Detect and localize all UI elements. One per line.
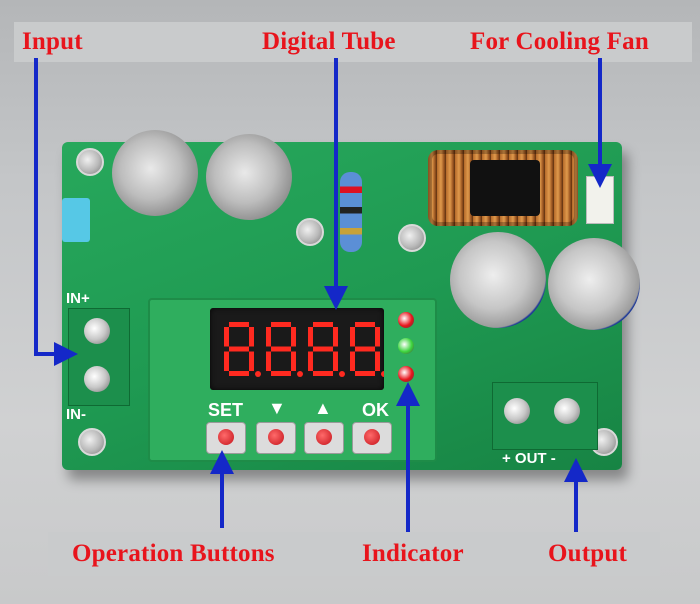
digit-4-segment-3	[355, 371, 375, 376]
input-terminal-screw-top	[84, 318, 110, 344]
button-label-ok: OK	[362, 400, 389, 420]
capacitor-left	[112, 130, 198, 216]
down-button[interactable]	[256, 422, 296, 454]
digit-2-segment-2	[271, 346, 291, 352]
indicator-led-cc	[398, 366, 414, 382]
silk-in-plus: IN+	[66, 290, 90, 307]
digit-3-segment-7	[333, 351, 338, 371]
digit-3-segment-5	[333, 327, 338, 347]
digit-1-segment-6	[224, 351, 229, 371]
label-input: Input	[22, 28, 83, 55]
label-digital-tube: Digital Tube	[262, 28, 396, 55]
button-label-down: ▼	[268, 398, 286, 418]
silk-in-minus: IN-	[66, 406, 86, 423]
resistor	[340, 172, 362, 252]
ok-button[interactable]	[352, 422, 392, 454]
output-terminal-screw-left	[504, 398, 530, 424]
digit-3-segment-3	[313, 371, 333, 376]
button-label-up: ▲	[314, 398, 332, 418]
capacitor-blue-right	[548, 238, 640, 330]
digit-1-segment-3	[229, 371, 249, 376]
digit-4-segment-2	[355, 346, 375, 352]
digit-3-segment-2	[313, 346, 333, 352]
digit-1-segment-7	[249, 351, 254, 371]
digit-3-segment-6	[308, 351, 313, 371]
digit-2-segment-6	[266, 351, 271, 371]
digit-4-segment-1	[355, 322, 375, 327]
digit-2-segment-7	[291, 351, 296, 371]
mount-hole-bottom-left	[78, 428, 106, 456]
fuse	[62, 198, 90, 242]
digit-4-segment-4	[350, 327, 355, 347]
digit-2-decimal-point	[297, 371, 303, 377]
digit-1-decimal-point	[255, 371, 261, 377]
digit-1-segment-1	[229, 322, 249, 327]
mount-hole-mid	[296, 218, 324, 246]
indicator-led-cv	[398, 338, 414, 354]
bottom-label-band	[48, 532, 660, 576]
inductor-core	[470, 160, 540, 216]
digit-3-decimal-point	[339, 371, 345, 377]
digit-3-segment-4	[308, 327, 313, 347]
digit-1-segment-4	[224, 327, 229, 347]
digit-4-segment-5	[375, 327, 380, 347]
digit-2-segment-5	[291, 327, 296, 347]
label-operation-buttons: Operation Buttons	[72, 540, 275, 567]
mount-hole-mid-right	[398, 224, 426, 252]
top-label-band	[14, 22, 692, 62]
digit-4-segment-7	[375, 351, 380, 371]
digit-2-segment-1	[271, 322, 291, 327]
button-label-set: SET	[208, 400, 244, 420]
mount-hole-top-left	[76, 148, 104, 176]
input-terminal-screw-bottom	[84, 366, 110, 392]
label-output: Output	[548, 540, 628, 567]
digit-4-segment-6	[350, 351, 355, 371]
arrow-input	[34, 58, 78, 366]
digit-1-segment-2	[229, 346, 249, 352]
capacitor-blue-left	[450, 232, 546, 328]
digit-2-segment-4	[266, 327, 271, 347]
label-indicator: Indicator	[362, 540, 464, 567]
seven-segment-digits	[224, 322, 387, 377]
capacitor-center	[206, 134, 292, 220]
output-terminal-screw-right	[554, 398, 580, 424]
indicator-led-out	[398, 312, 414, 328]
digit-2-segment-3	[271, 371, 291, 376]
up-button[interactable]	[304, 422, 344, 454]
digit-1-segment-5	[249, 327, 254, 347]
label-cooling-fan: For Cooling Fan	[470, 28, 649, 55]
digit-3-segment-1	[313, 322, 333, 327]
digital-tube-display	[210, 308, 387, 390]
silk-output: + OUT -	[502, 450, 556, 467]
set-button[interactable]	[206, 422, 246, 454]
